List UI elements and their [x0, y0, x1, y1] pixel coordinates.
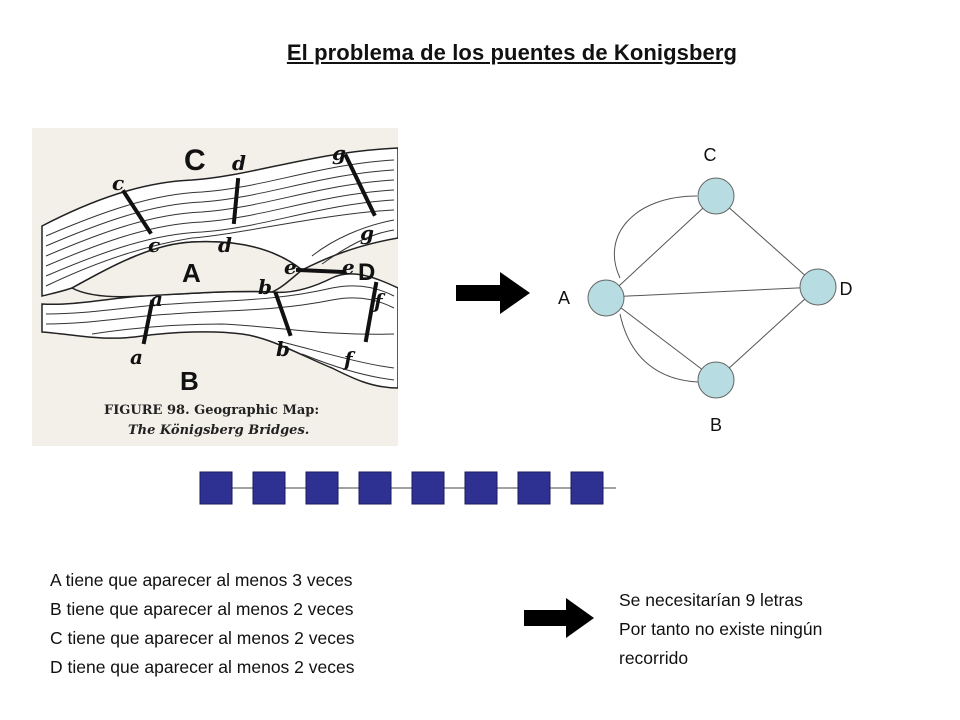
letter-slot — [570, 471, 604, 505]
map-region-b: B — [180, 366, 199, 396]
edge-a-c-2 — [614, 195, 698, 279]
letter-slots-drawing — [199, 471, 616, 505]
node-label-b: B — [710, 415, 722, 435]
svg-text:b: b — [258, 275, 272, 299]
node-label-d: D — [840, 279, 853, 299]
node-d — [799, 268, 837, 306]
svg-text:e: e — [342, 255, 355, 279]
letter-slot — [252, 471, 286, 505]
letter-slot — [464, 471, 498, 505]
conclusion-line-2: Por tanto no existe ningún — [619, 619, 823, 639]
svg-text:b: b — [276, 337, 290, 361]
svg-text:f: f — [372, 289, 386, 313]
right-arrow-icon — [456, 272, 530, 314]
edge-a-d — [607, 286, 819, 298]
right-arrow-icon-2 — [524, 598, 594, 638]
conclusion: Se necesitarían 9 letras Por tanto no ex… — [619, 586, 822, 673]
svg-text:c: c — [148, 233, 160, 257]
edge-a-b-2 — [619, 313, 699, 383]
bridge-graph-drawing: C A D B — [558, 145, 853, 435]
svg-text:d: d — [218, 233, 232, 257]
konigsberg-map: C A B D c c d d g g a a b b e e f f FIGURE 98. … — [32, 128, 399, 446]
node-b — [697, 361, 735, 399]
fact-d: D tiene que aparecer al menos 2 veces — [50, 657, 355, 677]
letter-slot — [358, 471, 392, 505]
letter-slot — [411, 471, 445, 505]
edge-a-b-1 — [607, 297, 717, 381]
svg-text:g: g — [332, 141, 346, 165]
fact-b: B tiene que aparecer al menos 2 veces — [50, 599, 354, 619]
svg-text:c: c — [112, 171, 124, 195]
node-label-c: C — [704, 145, 717, 165]
edge-a-c-1 — [605, 195, 717, 299]
svg-text:f: f — [342, 347, 356, 371]
map-region-c: C — [184, 144, 206, 177]
bridge-graph: C A D B — [540, 130, 870, 440]
fact-c: C tiene que aparecer al menos 2 veces — [50, 628, 355, 648]
letter-slot — [305, 471, 339, 505]
node-label-a: A — [558, 288, 570, 308]
letter-slot — [517, 471, 551, 505]
conclusion-line-1: Se necesitarían 9 letras — [619, 590, 803, 610]
edge-b-d — [715, 286, 819, 381]
map-region-a: A — [182, 258, 201, 288]
map-caption-line2: The Königsberg Bridges. — [128, 423, 309, 438]
map-caption-line1: FIGURE 98. Geographic Map: — [104, 403, 319, 418]
map-region-d: D — [358, 259, 375, 286]
node-c — [697, 177, 735, 215]
conclusion-line-3: recorrido — [619, 648, 689, 668]
konigsberg-map-drawing: C A B D c c d d g g a a b b e e f f FIGURE 98. … — [32, 128, 399, 446]
svg-text:a: a — [150, 287, 163, 311]
svg-text:d: d — [232, 151, 246, 175]
node-a — [587, 279, 625, 317]
vertex-facts: A tiene que aparecer al menos 3 veces B … — [50, 566, 354, 682]
letter-slot — [199, 471, 233, 505]
page-title: El problema de los puentes de Konigsberg — [286, 40, 738, 65]
svg-text:e: e — [284, 255, 297, 279]
svg-text:a: a — [130, 345, 143, 369]
svg-text:g: g — [360, 221, 374, 245]
letter-slots — [196, 468, 626, 508]
fact-a: A tiene que aparecer al menos 3 veces — [50, 570, 353, 590]
edge-c-d — [715, 195, 819, 288]
